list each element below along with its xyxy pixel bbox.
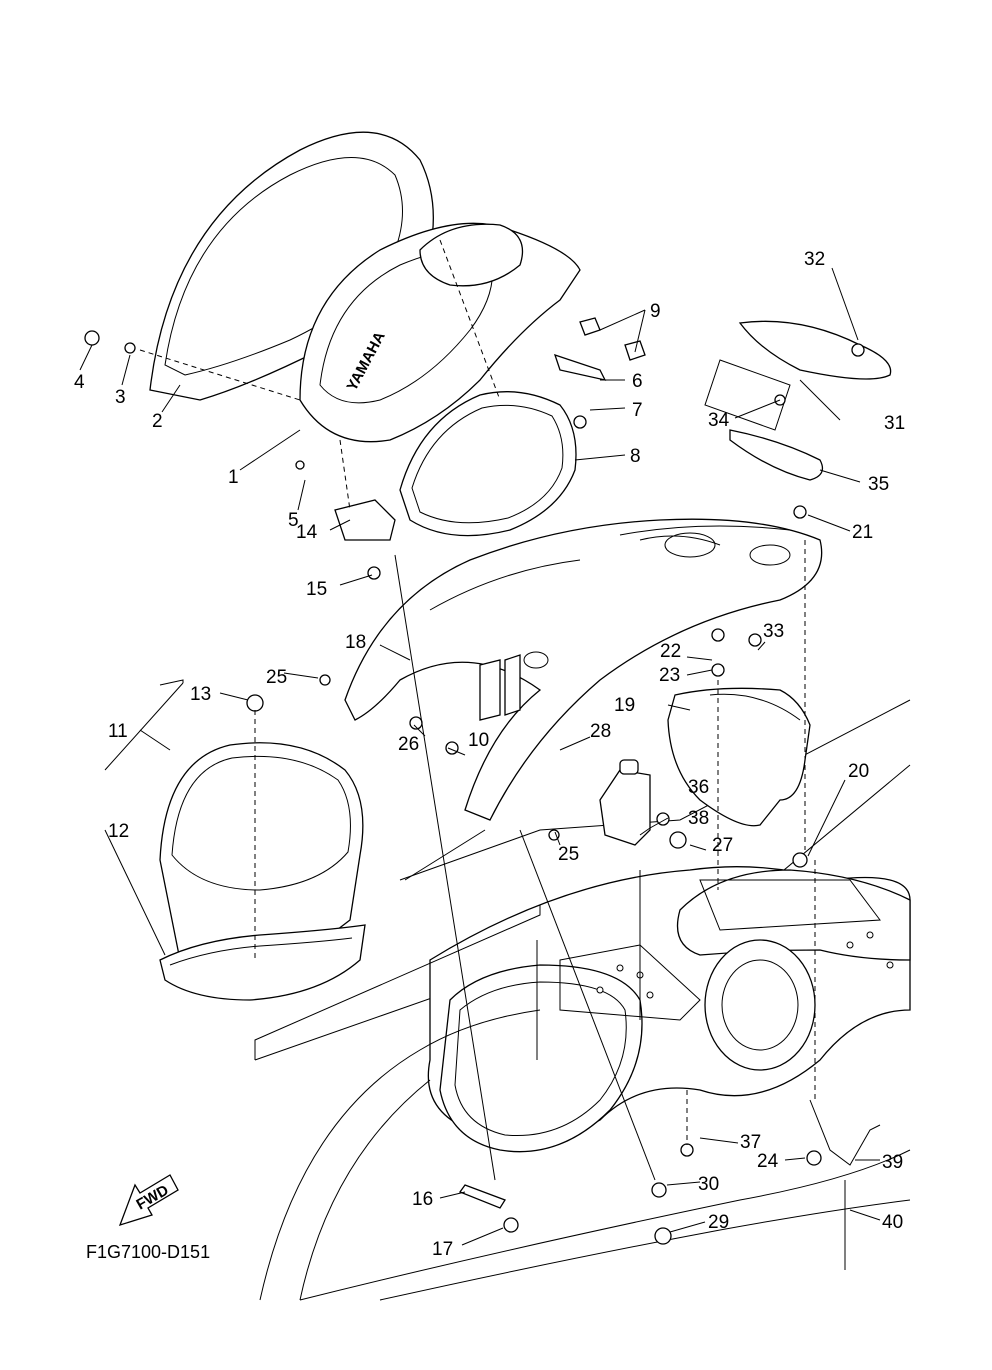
callout-22: 22 <box>660 641 681 662</box>
callout-9: 9 <box>650 301 661 322</box>
callout-27: 27 <box>712 835 733 856</box>
storage-box-part-11 <box>159 742 366 1001</box>
callout-2: 2 <box>152 411 163 432</box>
hull-deck <box>254 699 911 1301</box>
callout-36: 36 <box>688 777 709 798</box>
bracket-part-6 <box>553 353 607 381</box>
damper-pads-part-10 <box>479 654 521 721</box>
callout-1: 1 <box>228 467 239 488</box>
callout-37: 37 <box>740 1132 761 1153</box>
callout-19: 19 <box>614 695 635 716</box>
hinge-part-14 <box>334 499 396 541</box>
stay-part-39 <box>809 1099 881 1166</box>
callout-29: 29 <box>708 1212 729 1233</box>
callout-34: 34 <box>708 410 730 431</box>
callout-7: 7 <box>632 400 643 421</box>
callout-13: 13 <box>190 684 211 705</box>
callout-4: 4 <box>74 372 85 393</box>
callout-3: 3 <box>115 387 126 408</box>
latch-part-36 <box>599 759 651 846</box>
callout-5: 5 <box>288 510 299 531</box>
callout-14: 14 <box>296 522 318 543</box>
callout-32: 32 <box>804 249 825 270</box>
callout-39: 39 <box>882 1152 903 1173</box>
callout-labels: 1 2 3 4 5 6 7 8 9 10 11 12 13 14 15 16 1… <box>74 249 905 1260</box>
fwd-arrow-icon: FWD <box>118 1174 179 1227</box>
callout-23: 23 <box>659 665 680 686</box>
callout-10: 10 <box>468 730 489 751</box>
callout-28: 28 <box>590 721 611 742</box>
callout-12: 12 <box>108 821 129 842</box>
callout-8: 8 <box>630 446 641 467</box>
hatch-cover-part-1: YAMAHA <box>299 222 581 443</box>
callout-17: 17 <box>432 1239 453 1260</box>
callout-6: 6 <box>632 371 643 392</box>
callout-16: 16 <box>412 1189 433 1210</box>
callout-11: 11 <box>108 721 128 742</box>
callout-20: 20 <box>848 761 869 782</box>
lid-part-31 <box>704 320 892 431</box>
callout-26: 26 <box>398 734 419 755</box>
callout-33: 33 <box>763 621 784 642</box>
strap-part-16 <box>458 1184 506 1209</box>
callout-21: 21 <box>852 522 873 543</box>
callout-31: 31 <box>884 413 905 434</box>
drawing-code: F1G7100-D151 <box>86 1242 210 1262</box>
callout-25b: 25 <box>558 844 579 865</box>
pad-part-35 <box>729 429 824 481</box>
meter-housing-part-19 <box>667 687 811 827</box>
assembly-lines <box>139 239 816 1181</box>
callout-35: 35 <box>868 474 889 495</box>
callout-15: 15 <box>306 579 327 600</box>
leader-lines <box>79 267 881 1246</box>
callout-18: 18 <box>345 632 366 653</box>
callout-38: 38 <box>688 808 709 829</box>
callout-30: 30 <box>698 1174 719 1195</box>
seal-part-8 <box>399 391 577 537</box>
callout-40: 40 <box>882 1212 903 1233</box>
callout-24: 24 <box>757 1151 779 1172</box>
callout-25a: 25 <box>266 667 287 688</box>
